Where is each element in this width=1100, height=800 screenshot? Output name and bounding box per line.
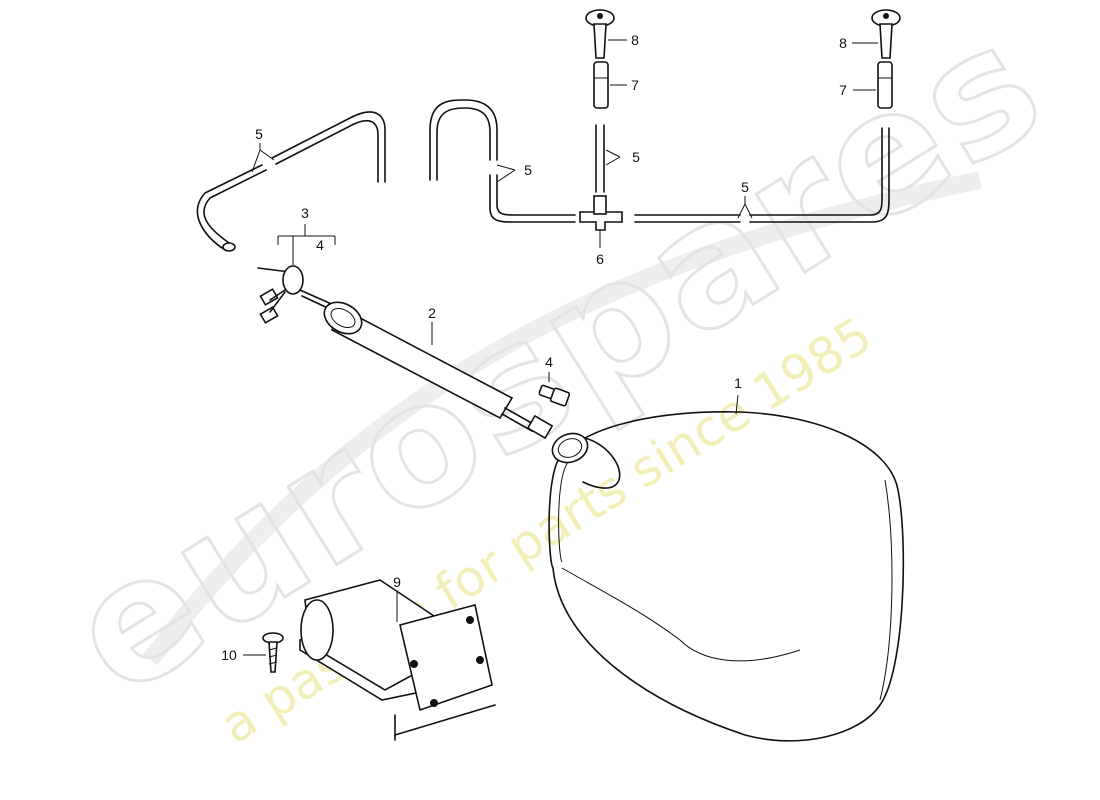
watermark: eurospares a passion for parts since 198…	[36, 0, 1078, 755]
callout-5-center: 5	[632, 149, 640, 165]
callout-7-right: 7	[839, 82, 847, 98]
callout-10: 10	[221, 647, 237, 663]
callout-9: 9	[393, 574, 401, 590]
callout-4-connector: 4	[545, 354, 553, 370]
reservoir-part	[548, 411, 905, 742]
callout-4-valve: 4	[316, 237, 324, 253]
callout-8-right: 8	[839, 35, 847, 51]
valve-assembly-part	[257, 265, 304, 324]
washer-pump-part	[299, 579, 496, 741]
callout-6: 6	[596, 251, 604, 267]
callout-3: 3	[301, 205, 309, 221]
callout-5-right: 5	[741, 179, 749, 195]
callout-5-left: 5	[255, 126, 263, 142]
tee-connector-part	[579, 195, 623, 231]
watermark-brand: eurospares	[37, 0, 1076, 734]
hose-connector-part	[593, 61, 893, 109]
callouts: 1 2 3 4 4 5 5 5 5 6 7 7 8 8 9 10	[221, 32, 847, 663]
filter-pipe-part	[299, 289, 554, 440]
jet-nozzle-part	[585, 9, 901, 59]
hoses-part	[196, 99, 890, 252]
callout-5-middle: 5	[524, 162, 532, 178]
callout-2: 2	[428, 305, 436, 321]
callout-1: 1	[734, 375, 742, 391]
leader-lines	[243, 39, 878, 656]
screw-part	[262, 632, 284, 673]
connector-part	[538, 384, 571, 407]
callout-7-left: 7	[631, 77, 639, 93]
callout-8-left: 8	[631, 32, 639, 48]
watermark-swoosh	[142, 171, 982, 666]
